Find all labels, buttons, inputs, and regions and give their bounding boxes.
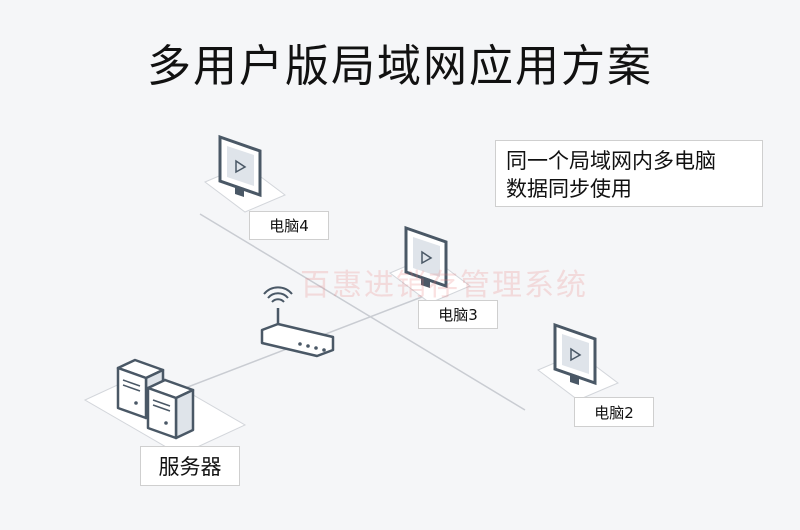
description-line-2: 数据同步使用 (506, 177, 632, 201)
pc4-monitor-icon[interactable] (218, 134, 262, 198)
description-box: 同一个局域网内多电脑 数据同步使用 (495, 140, 763, 207)
server-tower-icon[interactable] (116, 358, 195, 440)
watermark-text: 百惠进销存管理系统 (300, 268, 588, 303)
wifi-router-icon[interactable] (260, 286, 335, 358)
pc2-label: 电脑2 (574, 397, 654, 427)
pc3-label: 电脑3 (418, 300, 498, 329)
pc4-label: 电脑4 (249, 211, 329, 240)
line-pc4-pc2 (199, 213, 526, 411)
server-label: 服务器 (140, 446, 240, 486)
pc3-monitor-icon[interactable] (404, 225, 448, 289)
description-line-1: 同一个局域网内多电脑 (506, 149, 716, 173)
page-title: 多用户版局域网应用方案 (147, 41, 653, 92)
pc2-monitor-icon[interactable] (553, 322, 597, 386)
